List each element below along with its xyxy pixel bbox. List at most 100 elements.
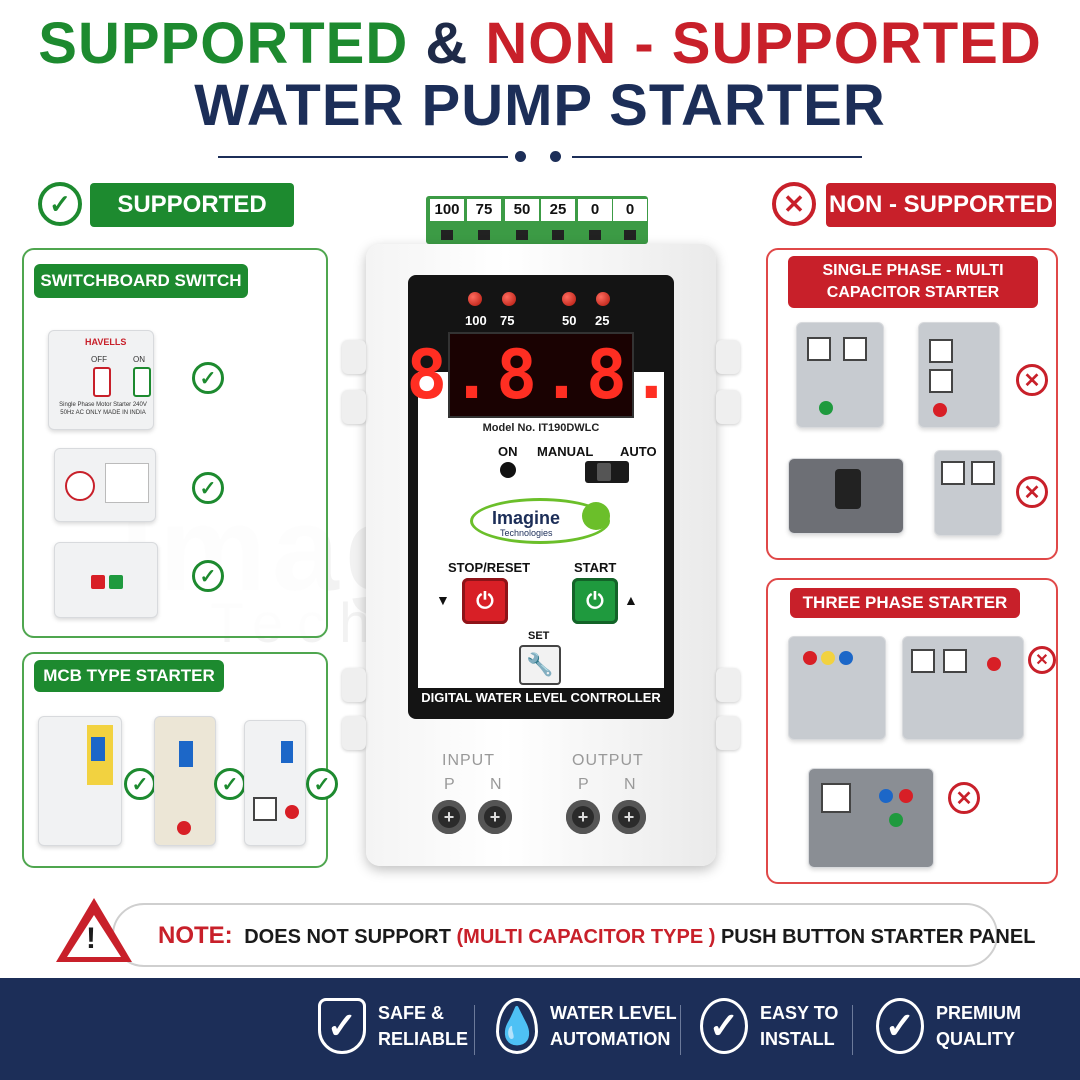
mount-tab xyxy=(716,716,740,750)
three-phase-label: THREE PHASE STARTER xyxy=(790,588,1020,618)
manual-auto-switch-knob[interactable] xyxy=(597,463,611,481)
havells-switch-image: HAVELLS OFF ON Single Phase Motor Starte… xyxy=(48,330,154,430)
switch-off-text: OFF xyxy=(91,355,107,364)
green-button-icon xyxy=(889,813,903,827)
headline-line-2: WATER PUMP STARTER xyxy=(194,73,886,138)
red-button-icon xyxy=(803,651,817,665)
note-box xyxy=(112,903,998,967)
manual-label: MANUAL xyxy=(537,444,594,459)
note-text-2: PUSH BUTTON STARTER PANEL xyxy=(720,926,1036,948)
input-p-screw: + xyxy=(432,800,466,834)
meter-icon xyxy=(843,337,867,361)
meter-icon xyxy=(971,461,995,485)
feature-separator xyxy=(680,1005,681,1055)
mcb-label: MCB TYPE STARTER xyxy=(34,660,224,692)
feature-water: 💧 WATER LEVEL AUTOMATION xyxy=(495,998,677,1054)
terminal-pin xyxy=(552,230,564,240)
note-text-1: DOES NOT SUPPORT xyxy=(244,926,451,948)
water-drop-icon: 💧 xyxy=(495,998,539,1054)
rocker-on xyxy=(133,367,151,397)
feature-water-line2: AUTOMATION xyxy=(550,1029,671,1049)
havells-brand-text: HAVELLS xyxy=(85,337,127,347)
red-button-icon xyxy=(91,575,105,589)
feature-water-line1: WATER LEVEL xyxy=(550,1003,677,1023)
output-p-label: P xyxy=(578,776,590,793)
mcb-switch-icon xyxy=(91,737,105,761)
on-label: ON xyxy=(498,444,518,459)
switch-caption: Single Phase Motor Starter 240V 50Hz AC … xyxy=(59,402,147,416)
push-switch-image xyxy=(54,542,158,618)
badge-check-icon: ✓ xyxy=(876,998,924,1054)
meter-icon xyxy=(911,649,935,673)
led-indicator xyxy=(596,292,610,306)
meter-icon xyxy=(807,337,831,361)
meter-icon xyxy=(821,783,851,813)
output-label: OUTPUT xyxy=(572,752,644,769)
led-label: 25 xyxy=(595,313,610,328)
down-arrow-icon: ▼ xyxy=(436,592,450,608)
feature-install-line1: EASY TO xyxy=(760,1003,839,1023)
mcb-starter-image-1 xyxy=(38,716,122,846)
x-icon: ✕ xyxy=(948,782,980,814)
red-button-icon xyxy=(285,805,299,819)
check-icon: ✓ xyxy=(306,768,338,800)
warning-triangle-inner xyxy=(67,915,121,957)
meter-icon xyxy=(253,797,277,821)
terminal-pin xyxy=(516,230,528,240)
terminal-pin xyxy=(478,230,490,240)
x-icon: ✕ xyxy=(1028,646,1056,674)
feature-safe-line2: RELIABLE xyxy=(378,1029,468,1049)
set-label: SET xyxy=(528,630,550,642)
single-phase-label: SINGLE PHASE - MULTI CAPACITOR STARTER xyxy=(788,256,1038,308)
terminal-label: 75 xyxy=(467,199,501,221)
led-label: 75 xyxy=(500,313,515,328)
controller-title: DIGITAL WATER LEVEL CONTROLLER xyxy=(421,690,661,705)
terminal-pin xyxy=(589,230,601,240)
warning-exclamation-icon: ! xyxy=(86,922,96,955)
mount-tab xyxy=(716,340,740,374)
rocker-off xyxy=(93,367,111,397)
terminal-label: 100 xyxy=(430,199,464,221)
socket-icon xyxy=(65,471,95,501)
input-label: INPUT xyxy=(442,752,495,769)
mount-tab xyxy=(342,390,366,424)
feature-separator xyxy=(852,1005,853,1055)
feature-install: ✓ EASY TO INSTALL xyxy=(700,998,838,1054)
check-icon: ✓ xyxy=(192,560,224,592)
single-phase-starter-image-4 xyxy=(934,450,1002,536)
check-circle-icon: ✓ xyxy=(38,182,82,226)
mcb-starter-image-2 xyxy=(154,716,216,846)
auto-label: AUTO xyxy=(620,444,657,459)
feature-safe-text: SAFE & RELIABLE xyxy=(378,1000,468,1052)
three-phase-starter-image-3 xyxy=(808,768,934,868)
output-p-screw: + xyxy=(566,800,600,834)
brand-logo-dot xyxy=(582,502,610,530)
three-phase-starter-image-2 xyxy=(902,636,1024,740)
red-button-icon xyxy=(933,403,947,417)
output-n-screw: + xyxy=(612,800,646,834)
led-indicator xyxy=(468,292,482,306)
shield-check-icon: ✓ xyxy=(318,998,366,1054)
input-n-screw: + xyxy=(478,800,512,834)
model-number: Model No. IT190DWLC xyxy=(482,422,600,434)
x-icon: ✕ xyxy=(1016,476,1048,508)
title-divider-dot xyxy=(550,151,561,162)
check-icon: ✓ xyxy=(124,768,156,800)
start-button[interactable]: ⏻ xyxy=(572,578,618,624)
feature-quality-text: PREMIUM QUALITY xyxy=(936,1000,1021,1052)
feature-safe: ✓ SAFE & RELIABLE xyxy=(318,998,468,1054)
meter-icon xyxy=(943,649,967,673)
switchboard-label: SWITCHBOARD SWITCH xyxy=(34,264,248,298)
single-phase-starter-image-2 xyxy=(918,322,1000,428)
meter-icon xyxy=(929,339,953,363)
feature-safe-line1: SAFE & xyxy=(378,1003,445,1023)
stop-reset-button[interactable]: ⏻ xyxy=(462,578,508,624)
check-icon: ✓ xyxy=(192,362,224,394)
switch-on-text: ON xyxy=(133,355,145,364)
start-label: START xyxy=(574,560,617,575)
mcb-switch-icon xyxy=(281,741,293,763)
set-button[interactable]: 🔧 xyxy=(519,645,561,685)
terminal-label: 0 xyxy=(578,199,612,221)
feature-quality-line1: PREMIUM xyxy=(936,1003,1021,1023)
feature-install-text: EASY TO INSTALL xyxy=(760,1000,838,1052)
